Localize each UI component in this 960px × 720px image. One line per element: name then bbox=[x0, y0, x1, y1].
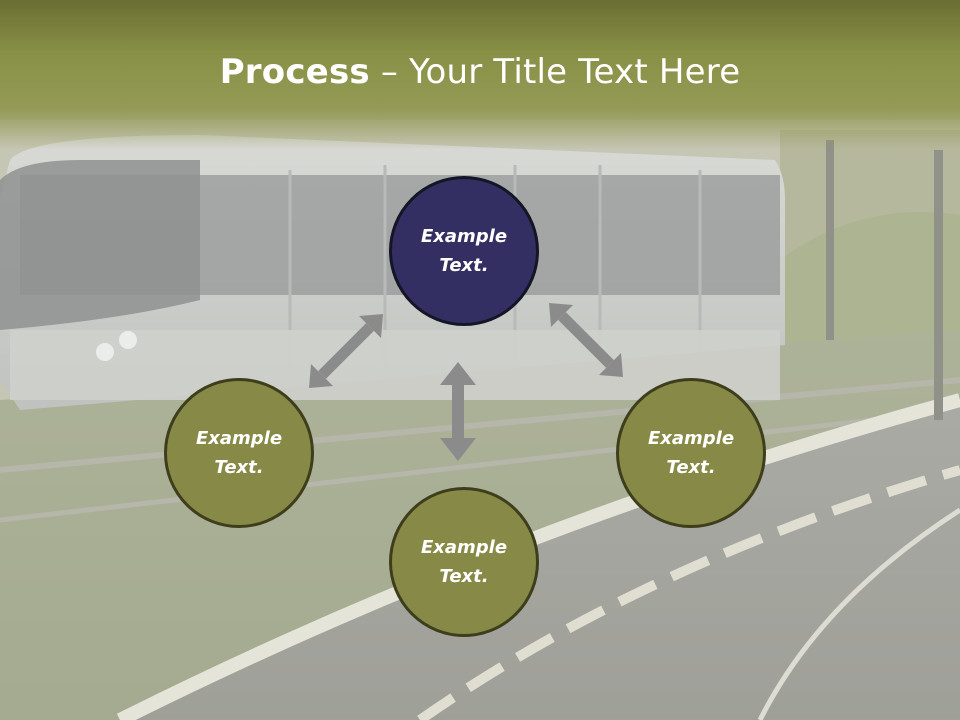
node-top-center: Example Text. bbox=[389, 176, 539, 326]
node-bottom-label: Example Text. bbox=[420, 537, 508, 587]
node-bottom: Example Text. bbox=[389, 487, 539, 637]
node-left: Example Text. bbox=[164, 378, 314, 528]
title-strong: Process bbox=[219, 52, 370, 92]
title-band bbox=[0, 0, 960, 150]
slide-title: Process – Your Title Text Here bbox=[0, 52, 960, 92]
arrow-top-right bbox=[549, 303, 623, 377]
arrow-vertical bbox=[440, 362, 476, 461]
node-right: Example Text. bbox=[616, 378, 766, 528]
title-rest: – Your Title Text Here bbox=[369, 52, 741, 92]
arrow-top-left bbox=[309, 314, 383, 388]
node-top-label: Example Text. bbox=[420, 226, 508, 276]
node-left-label: Example Text. bbox=[195, 428, 283, 478]
node-right-label: Example Text. bbox=[647, 428, 735, 478]
